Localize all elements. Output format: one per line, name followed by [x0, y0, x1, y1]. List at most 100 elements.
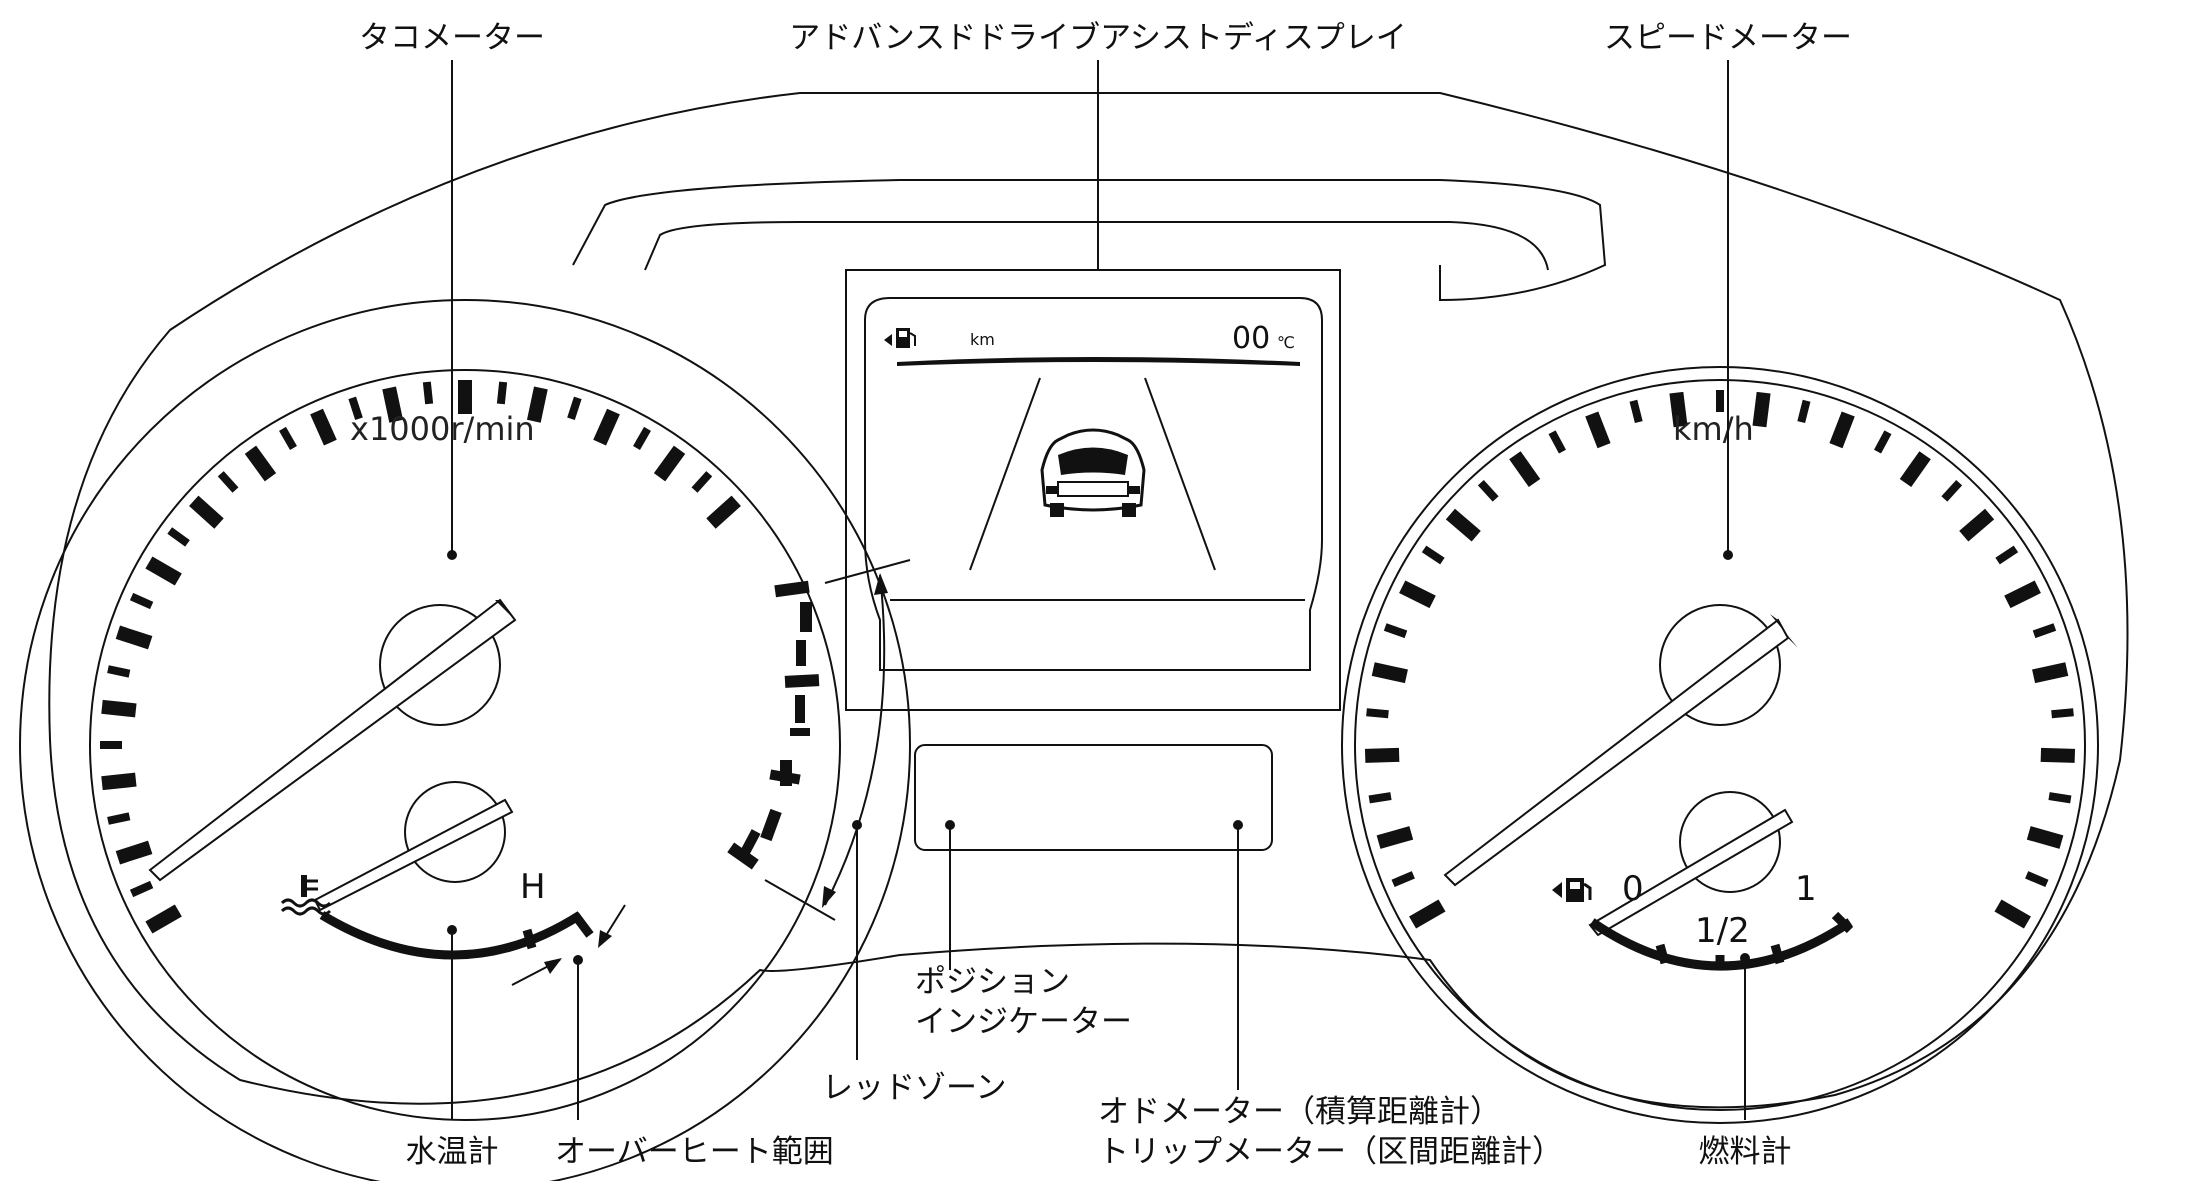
temp-gauge-end-mark [571, 912, 594, 938]
speedometer-tick [1752, 391, 1771, 428]
speedometer-tick [2040, 747, 2076, 763]
speedometer-tick [1959, 508, 1995, 542]
tachometer-tick [101, 772, 137, 791]
tachometer-tick [107, 665, 131, 678]
speedometer-needle-tip [1770, 614, 1798, 648]
speedometer-tick [1366, 708, 1389, 719]
speedometer-ticks [1364, 390, 2076, 929]
callout-overheat-range: オーバーヒート範囲 [555, 1134, 834, 1170]
speedometer-tick [1995, 545, 2019, 565]
callout-leaders [447, 60, 1750, 1120]
tachometer-tick [691, 471, 713, 493]
speedometer-tick [1409, 899, 1446, 929]
tachometer-tick [217, 471, 239, 493]
speedometer-tick [1371, 662, 1408, 684]
speedometer-tick [1445, 508, 1481, 542]
fuel-gauge-needle [1588, 808, 1794, 937]
display-range-bar [897, 357, 1300, 366]
callout-tachometer: タコメーター [359, 20, 545, 56]
tachometer-tick [593, 408, 620, 446]
fuel-gauge-3quarter-mark [1770, 943, 1785, 965]
speedometer-tick [1797, 399, 1811, 424]
speedometer-bezel [1341, 366, 2099, 1124]
callout-odometer-1: オドメーター（積算距離計） [1098, 1094, 1501, 1130]
tachometer-tick [496, 381, 508, 405]
display-odo-unit: km [970, 330, 995, 349]
fuel-gauge-hub [1679, 791, 1781, 893]
speedometer-face [1354, 379, 2086, 1111]
speedometer-tick [1368, 792, 1392, 804]
tachometer: x1000r/min H [19, 299, 911, 1181]
tachometer-hub [379, 604, 501, 726]
odometer-display-box [914, 744, 1273, 851]
display-outer-frame [845, 269, 1341, 711]
fuel-gauge-quarter-mark [1655, 943, 1670, 965]
speedometer-tick [1364, 747, 1400, 763]
speedometer-tick [1399, 580, 1436, 609]
coolant-temperature-icon [280, 875, 332, 916]
speedometer-tick [1509, 451, 1541, 488]
temp-gauge-hot-mark [522, 928, 537, 950]
speedometer-tick [2026, 826, 2064, 849]
callout-position-indicator-2: インジケーター [915, 1004, 1132, 1040]
speedometer-tick [2032, 662, 2069, 684]
display-temp-unit: ℃ [1277, 333, 1295, 352]
tachometer-tick [567, 396, 582, 421]
speedometer-tick [1669, 391, 1688, 428]
tachometer-tick [107, 812, 131, 825]
tachometer-ticks [100, 380, 741, 934]
callout-water-temp: 水温計 [406, 1134, 499, 1170]
speedometer-tick [1421, 545, 1445, 565]
fuel-gauge-full-mark [1831, 911, 1854, 934]
speedometer-tick [2048, 792, 2072, 804]
speedometer-tick [1899, 451, 1931, 488]
tachometer-tick [422, 381, 434, 405]
red-zone-ticks [727, 580, 820, 870]
callout-advanced-display: アドバンスドドライブアシストディスプレイ [789, 20, 1407, 56]
speedometer-hub [1659, 604, 1781, 726]
tachometer-tick [129, 880, 154, 898]
fuel-gauge-half-label: 1/2 [1695, 911, 1750, 951]
tachometer-tick [244, 445, 277, 482]
tachometer-tick [129, 592, 154, 610]
tachometer-face [89, 369, 841, 1121]
temp-gauge-hot-label: H [520, 867, 546, 907]
speedometer-tick [1376, 826, 1414, 849]
tachometer-needle-tip [495, 600, 525, 630]
speedometer-tick [1874, 430, 1892, 454]
fuel-gauge-empty-label: 0 [1622, 869, 1644, 909]
tachometer-tick [310, 408, 337, 446]
display-hood-inner [644, 221, 1549, 271]
tachometer-tick [115, 625, 153, 650]
tachometer-tick [382, 386, 404, 423]
advanced-drive-assist-display: km 00 ℃ [845, 269, 1341, 711]
speedometer-tick [1994, 899, 2031, 929]
tachometer-tick [633, 426, 651, 450]
tachometer-unit-label: x1000r/min [350, 410, 535, 448]
speedometer-unit-label: km/h [1673, 410, 1754, 448]
temp-gauge-needle [313, 798, 514, 912]
callout-odometer-2: トリップメーター（区間距離計） [1098, 1134, 1563, 1170]
speedometer-tick [1383, 623, 1408, 639]
tachometer-tick [279, 426, 297, 450]
speedometer: km/h 0 1/2 1 [1341, 366, 2099, 1124]
display-hood-outer [572, 179, 1607, 302]
tachometer-tick [653, 445, 686, 482]
speedometer-tick [1391, 871, 1415, 888]
speedometer-tick [2051, 708, 2074, 719]
tachometer-tick [348, 396, 363, 421]
callout-position-indicator-1: ポジション [915, 964, 1070, 1000]
speedometer-tick [1941, 479, 1963, 502]
fuel-pump-icon [1552, 878, 1592, 902]
tachometer-tick [145, 556, 182, 586]
callout-speedometer: スピードメーター [1604, 20, 1852, 56]
display-lane-left [969, 377, 1041, 571]
display-outside-temp: 00 [1232, 321, 1270, 356]
tachometer-bezel [19, 299, 911, 1181]
speedometer-tick [1629, 399, 1643, 424]
speedometer-tick [1477, 479, 1499, 502]
speedometer-tick [1829, 411, 1855, 449]
tachometer-tick [115, 840, 153, 865]
speedometer-tick [2032, 623, 2057, 639]
callout-red-zone: レッドゾーン [822, 1070, 1006, 1106]
